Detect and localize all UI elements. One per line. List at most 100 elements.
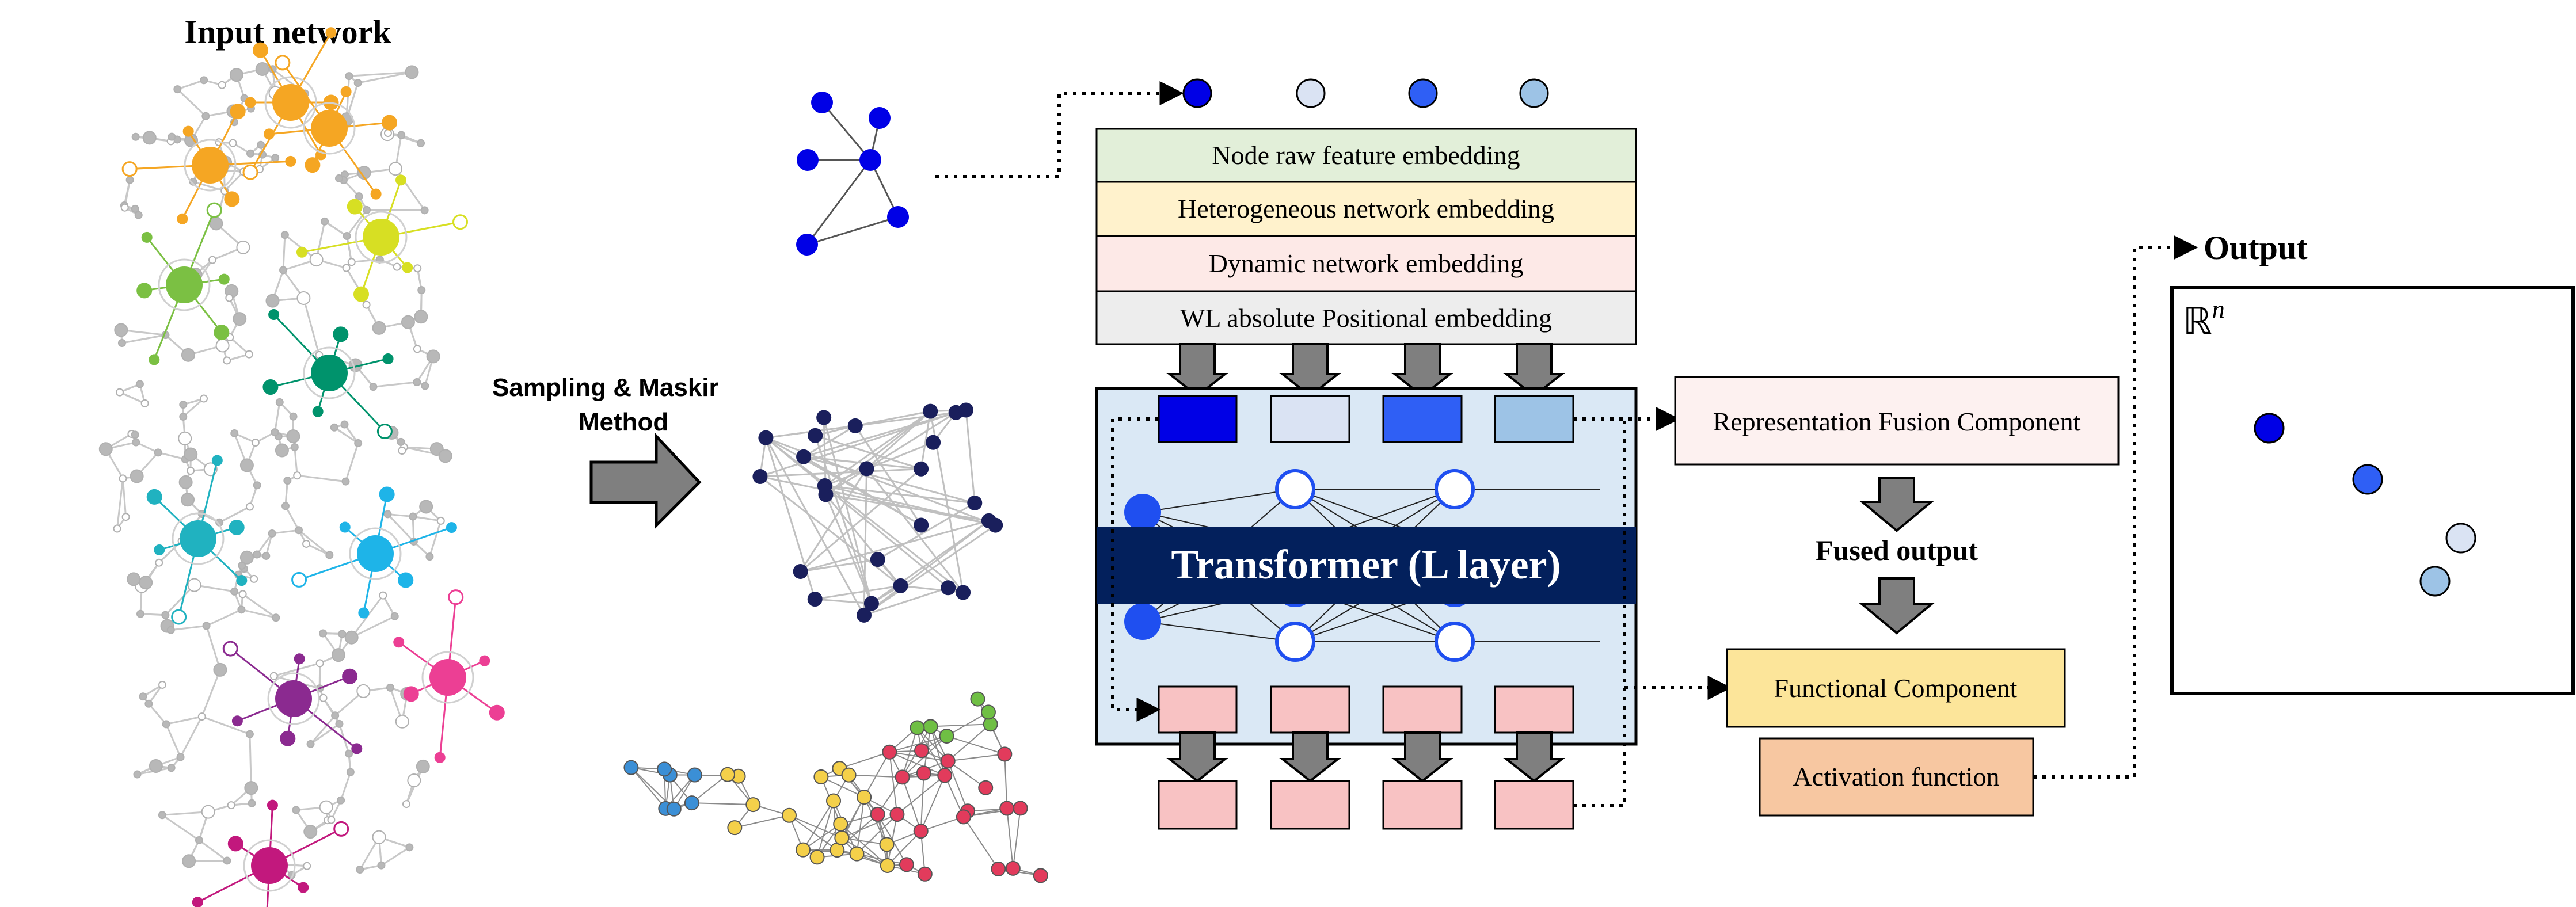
network-node <box>395 714 409 729</box>
subgraph-node <box>745 797 761 813</box>
subgraph-node <box>796 842 811 858</box>
network-edge <box>294 447 298 476</box>
subgraph-edge <box>841 837 888 866</box>
community-node <box>351 743 363 754</box>
output-point-4 <box>2419 566 2451 597</box>
network-node <box>417 139 425 147</box>
community-node <box>452 214 469 230</box>
network-node <box>280 231 289 239</box>
subgraph-edge <box>855 410 931 427</box>
hub-node <box>166 266 203 303</box>
subgraph-edge <box>630 767 667 809</box>
network-node <box>237 605 246 614</box>
output-down-arrow <box>1166 731 1228 783</box>
network-edge <box>121 478 127 517</box>
hub-ring <box>355 211 408 264</box>
network-node <box>275 443 289 458</box>
hub-ring <box>172 512 225 565</box>
subgraph-edge <box>806 216 899 246</box>
subgraph-node <box>684 795 699 811</box>
hub-node <box>363 219 399 256</box>
subgraph-node <box>923 403 938 419</box>
subgraph-node <box>623 760 639 775</box>
network-node <box>386 683 394 692</box>
community-node <box>268 308 280 320</box>
community-node <box>370 188 382 200</box>
output-title: Output <box>2204 229 2308 266</box>
network-node <box>290 443 299 451</box>
network-node <box>131 132 140 141</box>
network-node <box>154 448 162 457</box>
network-edge <box>373 381 417 388</box>
network-node <box>407 773 421 788</box>
network-edge <box>274 402 281 433</box>
subgraph-node <box>997 746 1013 762</box>
subgraph-edge <box>920 773 924 832</box>
subgraph-node <box>956 585 971 600</box>
activation-function-box <box>1759 737 2034 817</box>
subgraph-edge <box>1004 754 1008 809</box>
subgraph-edge <box>863 520 990 616</box>
community-node <box>182 125 194 137</box>
subgraph-node <box>870 806 885 822</box>
subgraph-edge <box>800 520 990 573</box>
subgraph-node <box>758 430 774 445</box>
network-node <box>225 294 234 302</box>
network-node <box>425 552 434 561</box>
subgraph-edge <box>824 485 996 527</box>
subgraph-node <box>657 761 672 777</box>
network-node <box>354 439 363 448</box>
community-node <box>376 424 393 440</box>
network-node <box>417 286 426 295</box>
community-node <box>141 231 153 243</box>
network-edge <box>162 814 200 841</box>
network-node <box>244 781 258 795</box>
network-node <box>135 380 144 388</box>
embedding-down-arrow <box>1166 343 1228 398</box>
network-edge <box>170 625 207 631</box>
subgraph-edge <box>803 411 957 458</box>
network-node <box>325 551 334 559</box>
community-node <box>379 486 395 502</box>
network-edge <box>340 772 352 801</box>
subgraph-node <box>889 807 905 822</box>
subgraph-node <box>970 691 985 707</box>
network-node <box>372 321 386 335</box>
network-node <box>250 574 258 583</box>
subgraph-node <box>879 837 895 852</box>
transformer-band <box>1097 527 1636 604</box>
network-node <box>176 753 185 761</box>
community-node <box>229 519 245 535</box>
network-node <box>227 801 235 810</box>
subgraph-edge <box>839 751 890 769</box>
subgraph-node <box>923 719 938 734</box>
network-edge <box>121 329 166 336</box>
hub-ring <box>421 651 474 704</box>
network-node <box>315 659 324 668</box>
network-edge <box>284 505 300 531</box>
subgraph-node <box>869 107 891 129</box>
output-space-label: ℝn <box>2183 295 2225 342</box>
network-node <box>184 447 198 462</box>
network-node <box>337 796 345 805</box>
network-node <box>294 526 303 535</box>
network-edge <box>158 451 186 460</box>
network-edge <box>165 723 181 758</box>
community-node <box>358 607 370 619</box>
embedding-layer-node-raw <box>1095 128 1637 183</box>
embedding-layer-heterogeneous <box>1095 181 1637 237</box>
network-node <box>125 176 134 184</box>
network-node <box>218 81 226 89</box>
subgraph-edge <box>820 776 865 798</box>
network-node <box>306 740 315 748</box>
embedding-layer-node-raw-label: Node raw feature embedding <box>1212 140 1520 170</box>
subgraph-node <box>870 552 885 567</box>
embedding-down-arrow <box>1391 343 1453 398</box>
subgraph-node <box>720 767 736 782</box>
activation-function-label: Activation function <box>1793 762 2000 791</box>
network-node <box>292 806 300 814</box>
subgraph-node <box>941 580 956 596</box>
community-node <box>206 202 222 218</box>
network-node <box>377 861 386 870</box>
